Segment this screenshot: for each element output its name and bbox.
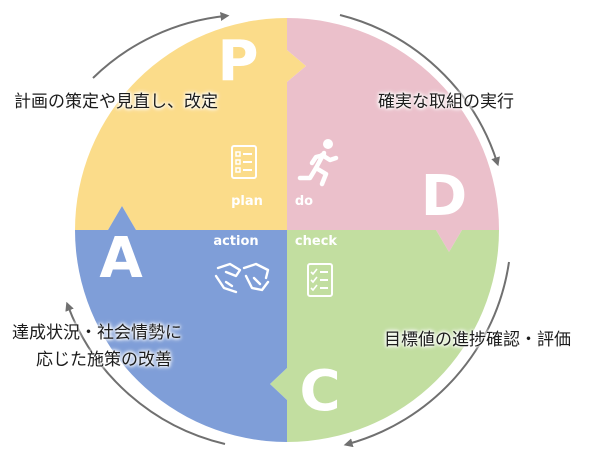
quadrant-check bbox=[270, 230, 499, 442]
label-action: action bbox=[213, 234, 258, 249]
arrow-do-to-check bbox=[339, 14, 500, 167]
check-description: 目標値の進捗確認・評価 bbox=[384, 330, 571, 350]
plan-checklist-icon bbox=[231, 145, 257, 179]
letter-a: A bbox=[99, 226, 143, 291]
plan-description: 計画の策定や見直し、改定 bbox=[14, 92, 218, 112]
action-handshake-icon bbox=[214, 262, 270, 294]
arrow-plan-to-do bbox=[92, 11, 230, 79]
label-plan: plan bbox=[231, 194, 263, 209]
cycle-arrows bbox=[65, 11, 510, 448]
arrow-check-to-action bbox=[343, 261, 510, 448]
action-description-line1: 達成状況・社会情勢に bbox=[12, 323, 182, 343]
label-check: check bbox=[295, 234, 337, 249]
action-description-line2: 応じた施策の改善 bbox=[36, 350, 172, 370]
quadrant-do bbox=[287, 18, 499, 252]
letter-d: D bbox=[421, 164, 467, 229]
quadrant-action bbox=[75, 206, 287, 442]
check-checklist-icon bbox=[307, 263, 333, 297]
letter-c: C bbox=[299, 359, 340, 424]
do-description: 確実な取組の実行 bbox=[378, 92, 514, 112]
label-do: do bbox=[295, 194, 313, 209]
do-running-person-icon bbox=[297, 139, 339, 187]
arrow-action-to-plan bbox=[65, 301, 226, 445]
letter-p: P bbox=[217, 29, 258, 94]
